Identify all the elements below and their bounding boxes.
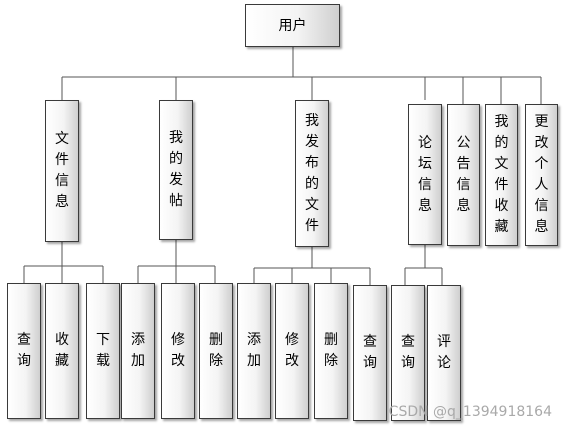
node-label: 我发布的文件 <box>305 112 319 234</box>
leaf-label: 下载 <box>96 332 110 369</box>
leaf-label: 修改 <box>285 332 299 369</box>
leaf-label: 添加 <box>131 332 145 369</box>
leaf-label: 删除 <box>324 332 338 369</box>
root-node: 用户 <box>245 4 340 47</box>
leaf-forum-comment: 评论 <box>427 285 461 421</box>
leaf-label: 删除 <box>209 332 223 369</box>
node-label: 文件信息 <box>55 131 69 210</box>
node-change-personal-info: 更改个人信息 <box>525 104 558 246</box>
leaf-label: 评论 <box>437 334 451 371</box>
watermark: CSDN @q_1394918164 <box>388 404 552 420</box>
node-announcement-info: 公告信息 <box>447 104 480 246</box>
node-label: 我的文件收藏 <box>494 114 509 235</box>
node-my-file-favorites: 我的文件收藏 <box>485 104 518 246</box>
leaf-post-add: 添加 <box>121 283 155 419</box>
node-label: 公告信息 <box>456 135 471 214</box>
leaf-published-add: 添加 <box>237 283 271 419</box>
leaf-label: 添加 <box>247 332 261 369</box>
leaf-published-query: 查询 <box>353 285 387 421</box>
leaf-label: 修改 <box>171 332 185 369</box>
root-label: 用户 <box>278 17 307 34</box>
leaf-label: 查询 <box>401 334 415 371</box>
node-label: 更改个人信息 <box>534 114 549 235</box>
node-my-posts: 我的发帖 <box>159 100 193 240</box>
leaf-file-query: 查询 <box>7 283 41 419</box>
leaf-post-edit: 修改 <box>161 283 195 419</box>
leaf-label: 查询 <box>363 334 377 371</box>
leaf-published-edit: 修改 <box>275 283 309 419</box>
node-forum-info: 论坛信息 <box>408 104 442 245</box>
leaf-file-download: 下载 <box>86 283 120 419</box>
leaf-post-delete: 删除 <box>199 283 233 419</box>
node-file-info: 文件信息 <box>45 100 79 242</box>
node-label: 论坛信息 <box>418 134 432 214</box>
node-label: 我的发帖 <box>169 130 183 209</box>
leaf-label: 查询 <box>17 332 31 369</box>
leaf-forum-query: 查询 <box>391 285 425 421</box>
leaf-published-delete: 删除 <box>314 283 348 419</box>
node-my-published-files: 我发布的文件 <box>295 100 329 247</box>
leaf-label: 收藏 <box>55 332 69 369</box>
leaf-file-favorite: 收藏 <box>45 283 79 419</box>
